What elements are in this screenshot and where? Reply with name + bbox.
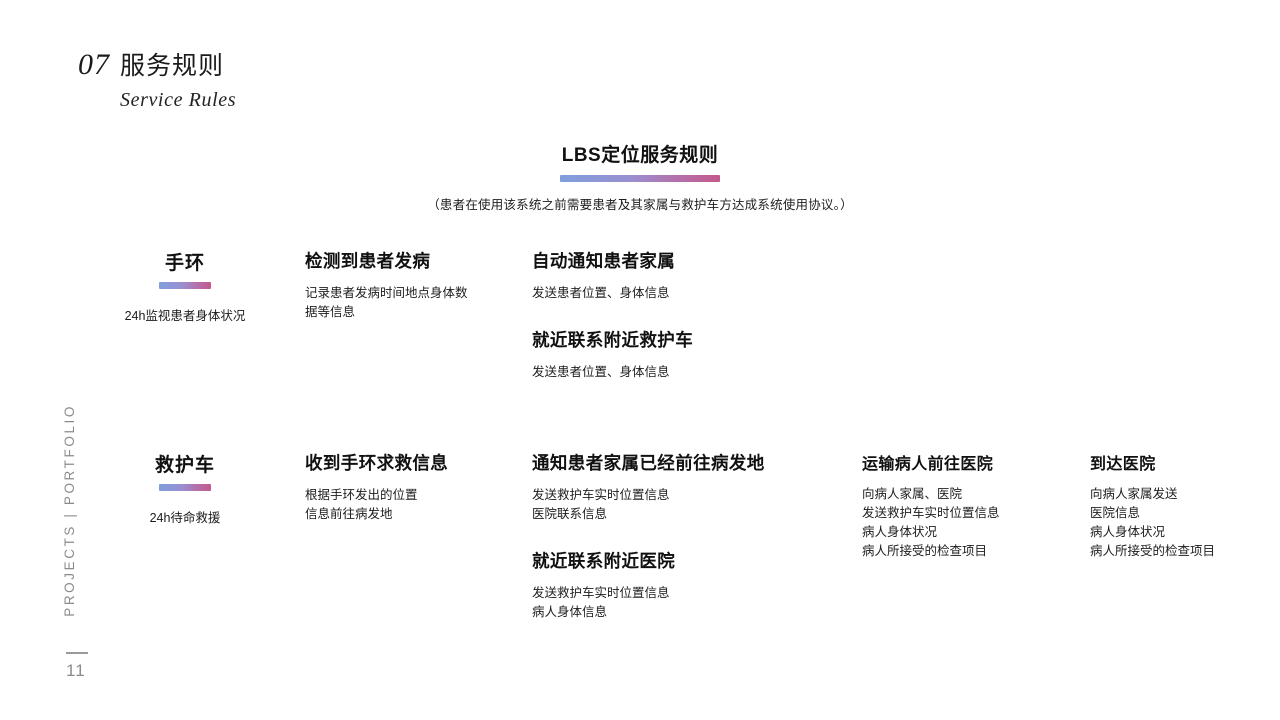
step-line: 医院信息 <box>1090 506 1141 520</box>
step-line: 向病人家属、医院 <box>862 487 963 501</box>
page-number: 11 <box>66 661 86 680</box>
step-title: 自动通知患者家属 <box>532 251 676 271</box>
step-line: 发送患者位置、身体信息 <box>532 365 670 379</box>
step-column-2: 自动通知患者家属 发送患者位置、身体信息 就近联系附近救护车 发送患者位置、身体… <box>532 248 832 382</box>
step-column-1: 检测到患者发病 记录患者发病时间地点身体数 据等信息 <box>305 248 520 322</box>
page-marker: 11 <box>66 652 88 681</box>
step-body: 根据手环发出的位置 信息前往病发地 <box>305 486 520 524</box>
step-line: 发送救护车实时位置信息 <box>532 586 670 600</box>
step-line: 记录患者发病时间地点身体数 <box>305 286 468 300</box>
row-label-title: 救护车 <box>154 455 215 476</box>
row-label-desc: 24h监视患者身体状况 <box>124 309 246 323</box>
page-rule-divider <box>66 652 88 654</box>
step-body: 发送患者位置、身体信息 <box>532 363 832 382</box>
step-body: 记录患者发病时间地点身体数 据等信息 <box>305 284 520 322</box>
page-subtitle: （患者在使用该系统之前需要患者及其家属与救护车方达成系统使用协议。） <box>427 198 853 212</box>
row-label-gradient-bar <box>159 484 211 491</box>
section-title-en: Service Rules <box>120 89 237 111</box>
row-label-gradient-bar <box>159 282 211 289</box>
page-title: LBS定位服务规则 <box>561 145 719 166</box>
title-gradient-bar <box>560 175 720 182</box>
step-block: 自动通知患者家属 发送患者位置、身体信息 <box>532 248 832 303</box>
step-body: 发送救护车实时位置信息 医院联系信息 <box>532 486 852 524</box>
row-label-wristband: 手环 24h监视患者身体状况 <box>120 248 250 324</box>
row-label-ambulance: 救护车 24h待命救援 <box>120 450 250 526</box>
step-title: 就近联系附近救护车 <box>532 330 694 350</box>
step-line: 发送患者位置、身体信息 <box>532 286 670 300</box>
step-line: 据等信息 <box>305 305 356 319</box>
step-line: 根据手环发出的位置 <box>305 488 418 502</box>
center-title-group: LBS定位服务规则 （患者在使用该系统之前需要患者及其家属与救护车方达成系统使用… <box>0 140 1280 213</box>
step-column-4: 到达医院 向病人家属发送 医院信息 病人身体状况 病人所接受的检查项目 <box>1090 450 1270 561</box>
step-block: 收到手环求救信息 根据手环发出的位置 信息前往病发地 <box>305 450 520 524</box>
step-line: 发送救护车实时位置信息 <box>532 488 670 502</box>
section-number: 07 <box>78 48 110 81</box>
step-line: 病人身体状况 <box>862 525 938 539</box>
step-title: 运输病人前往医院 <box>862 456 994 473</box>
step-column-1: 收到手环求救信息 根据手环发出的位置 信息前往病发地 <box>305 450 520 524</box>
step-title: 收到手环求救信息 <box>305 453 449 473</box>
step-title: 检测到患者发病 <box>305 251 431 271</box>
step-line: 病人身体信息 <box>532 605 608 619</box>
step-block: 通知患者家属已经前往病发地 发送救护车实时位置信息 医院联系信息 <box>532 450 852 524</box>
row-label-desc: 24h待命救援 <box>149 511 221 525</box>
step-line: 发送救护车实时位置信息 <box>862 506 1000 520</box>
step-body: 发送患者位置、身体信息 <box>532 284 832 303</box>
step-line: 病人所接受的检查项目 <box>862 544 988 558</box>
step-block: 就近联系附近医院 发送救护车实时位置信息 病人身体信息 <box>532 548 852 622</box>
step-block: 到达医院 向病人家属发送 医院信息 病人身体状况 病人所接受的检查项目 <box>1090 450 1270 561</box>
step-body: 发送救护车实时位置信息 病人身体信息 <box>532 584 852 622</box>
step-line: 医院联系信息 <box>532 507 608 521</box>
step-title: 通知患者家属已经前往病发地 <box>532 453 765 473</box>
row-label-title: 手环 <box>164 253 205 274</box>
step-line: 信息前往病发地 <box>305 507 393 521</box>
step-line: 向病人家属发送 <box>1090 487 1178 501</box>
section-title-cn: 服务规则 <box>120 52 225 80</box>
step-line: 病人身体状况 <box>1090 525 1166 539</box>
step-title: 就近联系附近医院 <box>532 551 676 571</box>
step-block: 检测到患者发病 记录患者发病时间地点身体数 据等信息 <box>305 248 520 322</box>
step-block: 就近联系附近救护车 发送患者位置、身体信息 <box>532 327 832 382</box>
slide-header: 07 服务规则 Service Rules <box>78 46 236 112</box>
step-column-2: 通知患者家属已经前往病发地 发送救护车实时位置信息 医院联系信息 就近联系附近医… <box>532 450 852 622</box>
step-body: 向病人家属、医院 发送救护车实时位置信息 病人身体状况 病人所接受的检查项目 <box>862 485 1077 561</box>
header-title-row: 07 服务规则 <box>78 46 236 82</box>
step-column-3: 运输病人前往医院 向病人家属、医院 发送救护车实时位置信息 病人身体状况 病人所… <box>862 450 1077 561</box>
step-title: 到达医院 <box>1090 456 1156 473</box>
step-block: 运输病人前往医院 向病人家属、医院 发送救护车实时位置信息 病人身体状况 病人所… <box>862 450 1077 561</box>
side-rail-label: PROJECTS | PORTFOLIO <box>62 404 77 617</box>
step-body: 向病人家属发送 医院信息 病人身体状况 病人所接受的检查项目 <box>1090 485 1270 561</box>
step-line: 病人所接受的检查项目 <box>1090 544 1216 558</box>
